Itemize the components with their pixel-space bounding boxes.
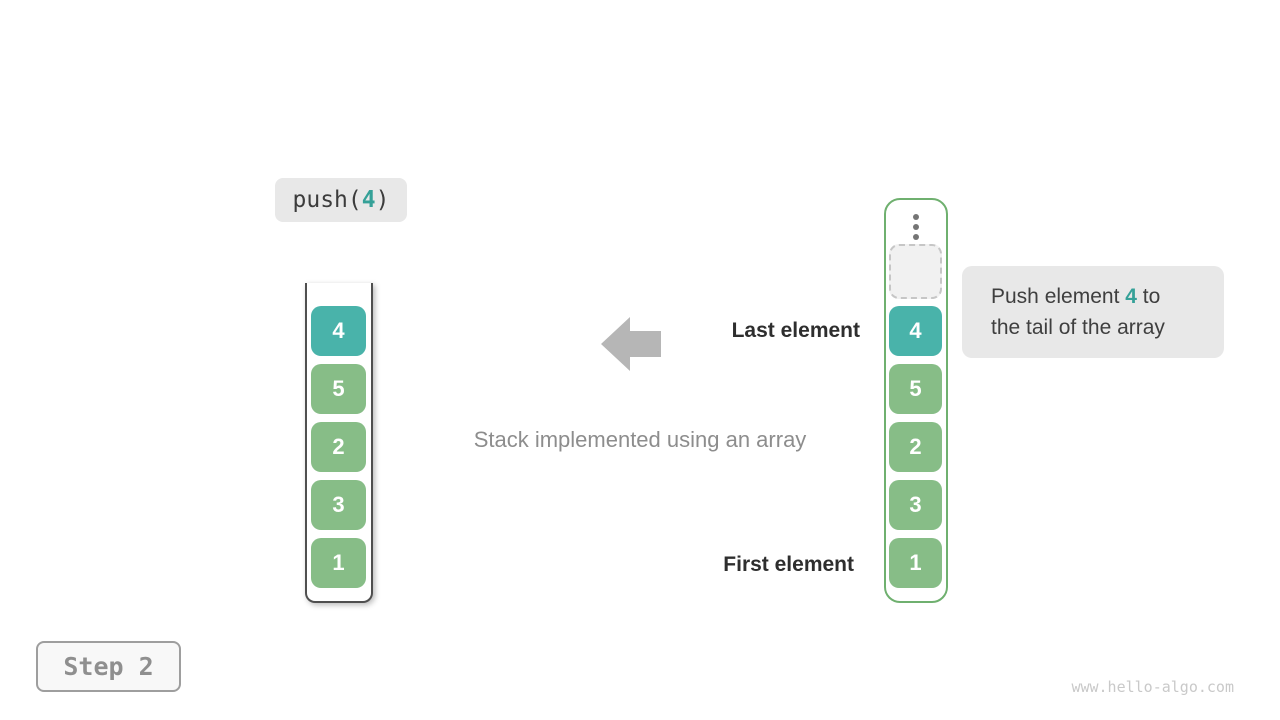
array-cell: 3	[889, 480, 942, 530]
push-fn-close: )	[375, 187, 390, 213]
array-empty-slot	[889, 244, 942, 299]
stack-cell: 3	[311, 480, 366, 530]
stack-cell-top: 4	[311, 306, 366, 356]
diagram-caption: Stack implemented using an array	[473, 427, 807, 452]
push-tooltip: Push element 4 to the tail of the array	[962, 266, 1224, 358]
push-operation-label: push(4)	[275, 178, 407, 222]
push-fn-open: push(	[292, 187, 362, 213]
tooltip-text-post: to	[1136, 285, 1161, 308]
array-cell-new: 4	[889, 306, 942, 356]
tooltip-text-pre: Push element	[991, 285, 1126, 308]
stack-container: 4 5 2 3 1	[305, 283, 373, 603]
array-container: 4 5 2 3 1	[884, 198, 948, 603]
array-cell: 2	[889, 422, 942, 472]
vertical-ellipsis-icon	[886, 214, 946, 240]
left-arrow-icon	[601, 317, 661, 371]
tooltip-value: 4	[1125, 285, 1137, 308]
push-arg-value: 4	[361, 187, 376, 213]
array-cell: 5	[889, 364, 942, 414]
stack-cell: 5	[311, 364, 366, 414]
first-element-label: First element	[723, 553, 854, 576]
last-element-label: Last element	[731, 319, 860, 342]
stack-cell: 1	[311, 538, 366, 588]
stack-cell: 2	[311, 422, 366, 472]
array-cell: 1	[889, 538, 942, 588]
step-badge: Step 2	[36, 641, 181, 692]
site-watermark: www.hello-algo.com	[1071, 678, 1234, 696]
tooltip-text-line2: the tail of the array	[991, 316, 1165, 339]
